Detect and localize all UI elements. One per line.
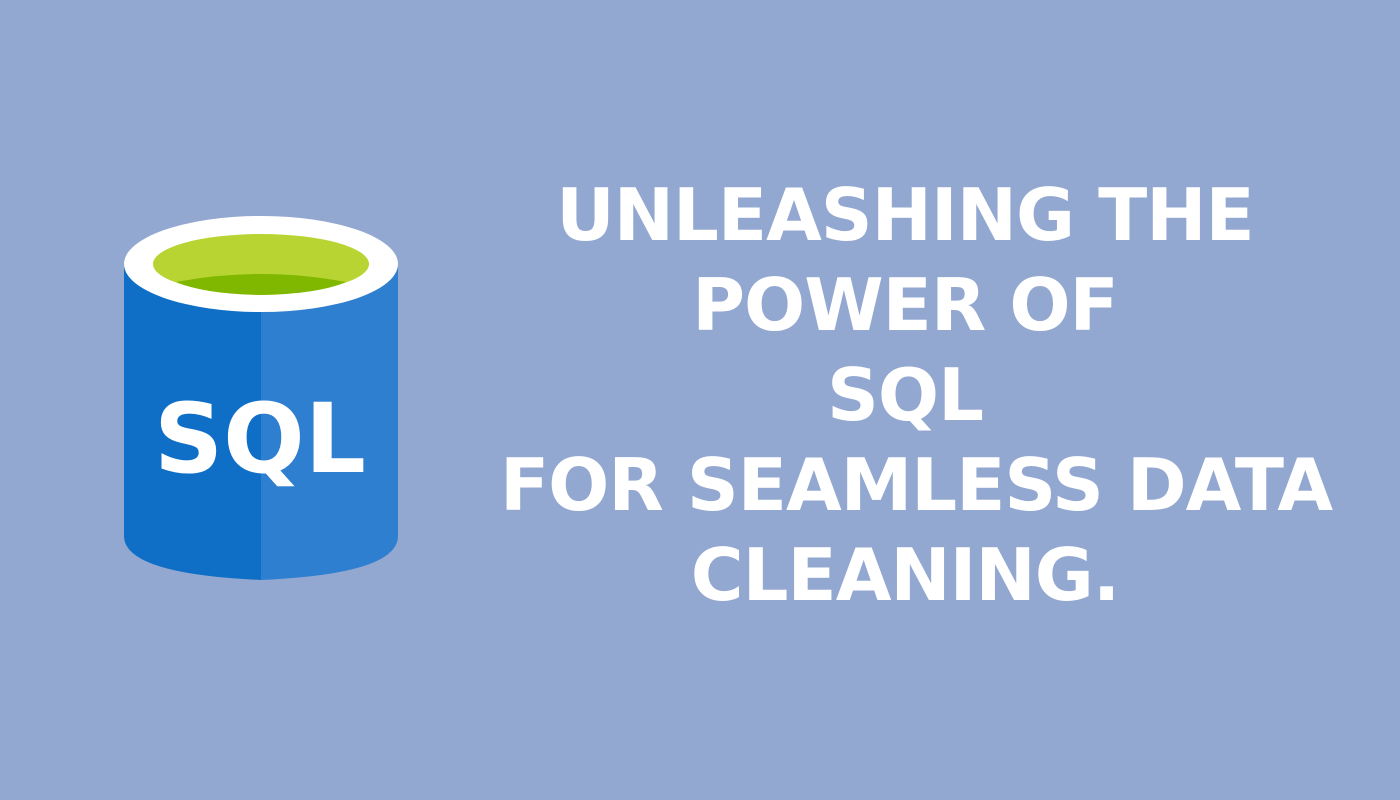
logo-sql-text: SQL [154, 383, 366, 495]
database-cylinder-icon: SQL [124, 216, 398, 580]
cylinder-body-left [124, 264, 261, 580]
sql-database-logo: SQL [118, 214, 404, 586]
headline-line-4: FOR SEAMLESS DATA [500, 443, 1333, 527]
cylinder-liquid-inner [176, 274, 346, 295]
headline-line-5: CLEANING. [690, 533, 1120, 617]
headline: UNLEASHING THE POWER OF SQL FOR SEAMLESS… [500, 170, 1333, 620]
headline-line-2: POWER OF [692, 263, 1118, 347]
headline-line-3: SQL [827, 353, 984, 437]
cylinder-body-right [261, 264, 398, 580]
headline-line-1: UNLEASHING THE [556, 173, 1254, 257]
